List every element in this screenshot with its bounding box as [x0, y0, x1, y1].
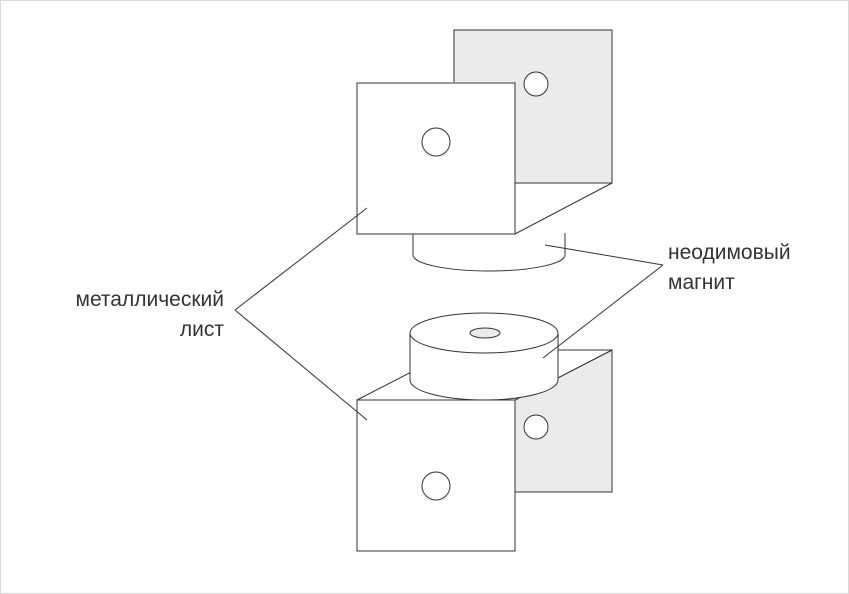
leader-magnet-top [544, 244, 664, 266]
bottom-back-plate-hole [523, 414, 549, 440]
leader-metal-top [234, 207, 368, 311]
top-magnet [412, 233, 566, 272]
neodymium-magnet-label-line1: неодимовый [668, 241, 791, 264]
leader-metal-bottom [234, 309, 368, 421]
top-front-plate-hole [421, 127, 451, 157]
bottom-front-plate-hole [421, 471, 451, 501]
metal-sheet-label-line1: металлический [75, 288, 225, 311]
metal-sheet-label-line2: лист [179, 318, 224, 341]
top-front-plate [356, 82, 516, 235]
leader-magnet-bottom [542, 264, 664, 359]
neodymium-magnet-label: неодимовый магнит [668, 238, 791, 298]
top-back-plate-hole [523, 71, 549, 97]
bottom-magnet-hole [469, 327, 501, 339]
neodymium-magnet-label-line2: магнит [668, 271, 735, 294]
metal-sheet-label: металлический лист [44, 285, 225, 345]
